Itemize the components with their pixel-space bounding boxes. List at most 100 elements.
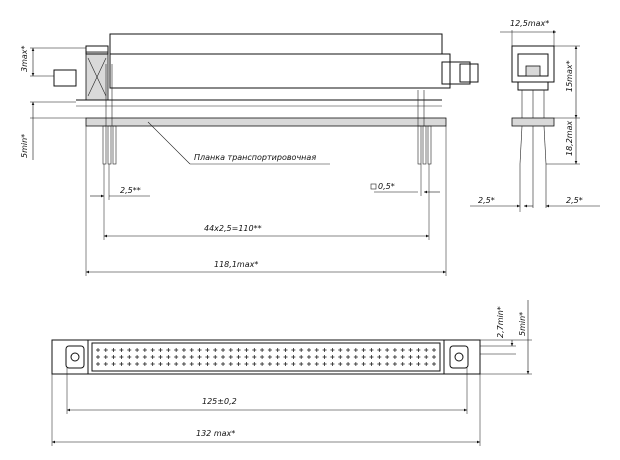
dim-15max: 15max* <box>554 45 580 119</box>
pin-cross <box>103 355 108 359</box>
dim-3max-label: 3max* <box>20 45 29 72</box>
dim-132-label: 132 max* <box>196 429 235 438</box>
pin-cross <box>385 362 390 366</box>
pin-cross <box>432 348 436 352</box>
pin-cross <box>142 355 147 359</box>
pin-cross <box>377 348 382 352</box>
dim-125-label: 125±0,2 <box>202 397 237 406</box>
dim-5min-left-label: 5min* <box>20 134 29 158</box>
pin-cross <box>377 355 382 359</box>
pin-cross <box>205 348 210 352</box>
transport-plank <box>85 117 447 127</box>
pin-cross <box>400 348 405 352</box>
dim-5min-left: 5min* <box>20 101 86 160</box>
pin-cross <box>400 355 405 359</box>
pin-cross <box>267 355 272 359</box>
dim-5min-right: 5min* <box>480 300 532 375</box>
dim-0-5-label: 0,5* <box>378 182 395 191</box>
right-pins <box>417 125 432 165</box>
pin-cross <box>283 348 288 352</box>
pin-cross <box>330 362 335 366</box>
pin-cross <box>361 362 366 366</box>
pin-cross <box>96 348 100 352</box>
pin-cross <box>213 362 218 366</box>
dim-18-2: 18,2max <box>546 118 580 165</box>
pin-cross <box>119 362 124 366</box>
pin-cross <box>197 355 202 359</box>
pin-cross <box>314 355 319 359</box>
pin-cross <box>197 362 202 366</box>
pin-cross <box>330 348 335 352</box>
dim-110-label: 44x2,5=110** <box>204 224 262 233</box>
pin-cross <box>111 355 116 359</box>
pin-cross <box>252 348 257 352</box>
pin-cross <box>189 355 194 359</box>
pin-cross <box>346 355 351 359</box>
pin-cross <box>127 362 132 366</box>
pin-cross <box>322 355 327 359</box>
dim-118-1: 118,1max* <box>85 126 447 276</box>
pin-cross <box>221 348 226 352</box>
dim-132: 132 max* <box>51 374 481 446</box>
pin-cross <box>260 362 265 366</box>
pin-cross <box>306 348 311 352</box>
dim-pitch: 2,5** <box>90 164 150 200</box>
pin-cross <box>306 355 311 359</box>
dim-2-5-left-label: 2,5* <box>478 196 495 205</box>
dim-118-1-label: 118,1max* <box>214 260 258 269</box>
dim-2-7min-label: 2,7min* <box>496 306 505 338</box>
pin-cross <box>338 362 343 366</box>
pin-cross <box>158 362 163 366</box>
pin-cross <box>416 355 421 359</box>
dim-2-7min: 2,7min* <box>480 306 516 355</box>
pin-cross <box>330 355 335 359</box>
pin-cross <box>252 362 257 366</box>
pin-cross <box>275 362 280 366</box>
pin-cross <box>369 348 374 352</box>
pin-cross <box>127 355 132 359</box>
pin-cross <box>275 355 280 359</box>
pin-cross <box>221 355 226 359</box>
dim-12-5-label: 12,5max* <box>510 19 549 28</box>
pin-cross <box>213 348 218 352</box>
left-pins <box>102 125 117 165</box>
pin-cross <box>205 355 210 359</box>
pin-cross <box>96 355 100 359</box>
pin-cross <box>291 355 296 359</box>
pin-cross <box>267 362 272 366</box>
dim-12-5: 12,5max* <box>500 19 556 46</box>
pin-cross <box>424 362 429 366</box>
dim-0-5: 0,5* <box>370 164 440 196</box>
pin-cross <box>416 362 421 366</box>
pin-cross <box>260 348 265 352</box>
dim-2-5-right: 2,5* <box>546 196 600 208</box>
pin-cross <box>189 348 194 352</box>
pin-cross <box>346 348 351 352</box>
pin-cross <box>306 362 311 366</box>
pin-cross <box>174 355 179 359</box>
pin-cross <box>432 362 436 366</box>
dim-2-5-left: 2,5* <box>470 196 533 212</box>
dim-3max: 3max* <box>20 45 86 77</box>
pin-cross <box>322 348 327 352</box>
pin-cross <box>181 348 186 352</box>
pin-cross <box>338 355 343 359</box>
pin-cross <box>166 362 171 366</box>
pin-cross <box>353 348 358 352</box>
pin-cross <box>221 362 226 366</box>
pin-cross <box>291 348 296 352</box>
pin-cross <box>119 348 124 352</box>
pin-cross <box>135 348 140 352</box>
pin-cross <box>158 355 163 359</box>
pin-cross <box>150 355 155 359</box>
pin-cross <box>267 348 272 352</box>
pin-cross <box>236 348 241 352</box>
pin-cross <box>299 355 304 359</box>
pin-cross <box>283 362 288 366</box>
pin-cross <box>338 348 343 352</box>
pin-cross <box>314 348 319 352</box>
pin-cross <box>142 362 147 366</box>
pin-cross <box>166 355 171 359</box>
pin-cross <box>424 348 429 352</box>
